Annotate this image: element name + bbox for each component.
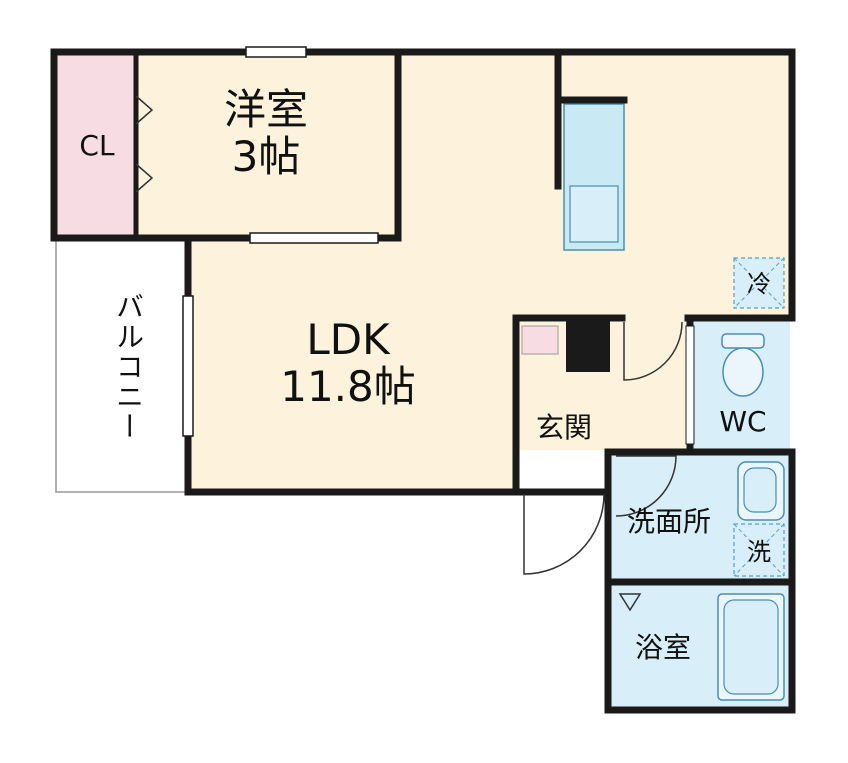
entrance-name: 玄関 [535,411,592,444]
fridge-mark: 冷 [747,270,771,298]
bath-label: 浴室 [618,632,708,663]
kitchen-sink [569,185,619,243]
shoe-cabinet [521,325,559,355]
bath-mirror-mark [618,593,642,612]
wash-basin-bowl [743,467,777,513]
western-room-name: 洋室 [223,85,308,134]
entrance-pillar [566,320,610,372]
ldk-size: 11.8帖 [280,362,416,412]
washer-mark: 洗 [747,538,771,566]
western-window [245,46,307,58]
ldk-label: LDK 11.8帖 [258,316,438,410]
washer-cross-2 [733,523,785,577]
wc-door [685,325,695,445]
balcony-label: バルコニー [100,282,145,452]
western-sliding-door [249,232,379,244]
toilet-tank [721,333,765,349]
ldk-name: LDK [306,315,390,364]
wet-area-wall [604,448,796,714]
wc-name: WC [719,405,767,438]
entrance-label: 玄関 [522,412,606,443]
wc-label: WC [700,406,786,437]
closet-floor [56,54,134,236]
entrance-inner-door-swing [623,321,683,381]
closet-name: CL [79,129,115,162]
western-room-floor [136,54,398,238]
washroom-label: 洗面所 [614,506,724,537]
balcony-name: バルコニー [112,292,145,442]
entrance-wall [512,314,608,496]
washroom-door-swing [615,455,677,517]
bathtub-inner [723,599,779,695]
western-room-label: 洋室 3帖 [186,86,346,180]
fridge-cross-2 [733,257,785,309]
outer-wall-left-upper [50,48,402,242]
washroom-name: 洗面所 [626,505,711,538]
balcony-door [182,295,194,437]
toilet-bowl [722,347,764,397]
front-door-swing [523,493,605,575]
western-room-size: 3帖 [231,132,301,182]
closet-label: CL [64,130,130,161]
closet-door-swing [135,95,154,193]
bath-name: 浴室 [634,631,691,664]
